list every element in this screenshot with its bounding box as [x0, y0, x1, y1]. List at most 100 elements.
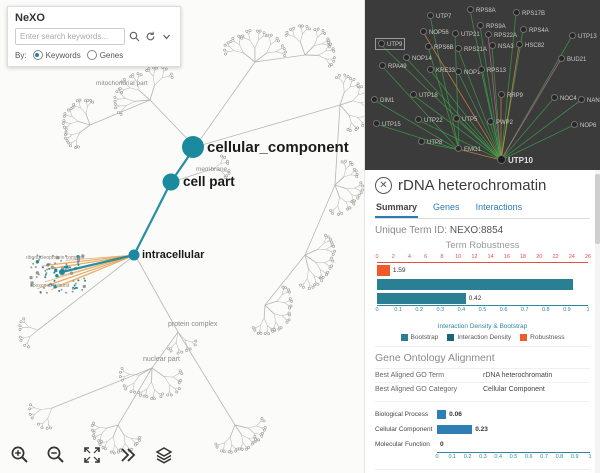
network-node[interactable]: UTP5 [453, 115, 477, 123]
network-node[interactable]: KRE33 [427, 66, 455, 74]
node-label: RPS13 [487, 68, 507, 74]
interaction-density-bar [377, 292, 466, 304]
axis-tick: 0.1 [448, 454, 457, 460]
tab-genes[interactable]: Genes [433, 202, 460, 212]
network-node[interactable]: RPS9A [477, 22, 506, 30]
node-dot [477, 22, 484, 29]
network-node[interactable]: UTP21 [452, 30, 480, 38]
node-dot [420, 28, 427, 35]
node-label: NOP14 [412, 56, 432, 62]
axis-tick: 0.3 [479, 454, 487, 460]
tab-interactions[interactable]: Interactions [475, 202, 523, 212]
network-node[interactable]: UTP7 [427, 12, 451, 20]
network-node[interactable]: EMG1 [455, 145, 481, 153]
close-icon[interactable]: ✕ [375, 177, 392, 194]
axis-tick: 0.6 [524, 454, 533, 460]
unique-term-id: Unique Term ID: NEXO:8854 [375, 225, 590, 236]
node-dot [485, 31, 492, 38]
node-dot [558, 55, 565, 62]
radio-keywords[interactable]: Keywords [32, 50, 81, 60]
network-node[interactable]: UTP22 [415, 116, 443, 124]
radio-genes-circle[interactable] [86, 50, 97, 60]
legend-label: Bootstrap [410, 334, 439, 341]
alignment-bar [437, 425, 473, 434]
zoom-in-icon[interactable] [8, 443, 32, 467]
robustness-bar [377, 264, 390, 276]
node-dot [427, 12, 434, 19]
axis-tick: 14 [487, 254, 494, 260]
node-label: UTP15 [382, 122, 401, 128]
go-category-row: Best Aligned GO Category Cellular Compon… [375, 382, 590, 396]
network-node[interactable]: RPS21A [455, 45, 487, 53]
network-node[interactable]: UTP8 [418, 138, 442, 146]
network-node[interactable]: RPS13 [478, 66, 506, 74]
network-node[interactable]: RPS22A [485, 31, 517, 39]
node-label: RPS21A [464, 47, 488, 53]
network-node[interactable]: NOP1 [455, 68, 480, 76]
axis-tick: 0.6 [499, 307, 508, 313]
axis-tick: 26 [584, 254, 592, 260]
scrollbar-thumb[interactable] [595, 174, 600, 244]
go-alignment-heading: Gene Ontology Alignment [375, 346, 590, 368]
legend-item: Robustness [520, 334, 565, 341]
network-node[interactable]: UTP15 [373, 120, 401, 128]
detail-tabs: Summary Genes Interactions [375, 199, 590, 219]
axis-tick: 4 [407, 254, 411, 260]
axis-tick: 0.5 [478, 307, 487, 313]
legend-label: Robustness [530, 334, 565, 341]
legend-swatch [400, 334, 408, 341]
radio-genes[interactable]: Genes [86, 50, 123, 60]
unique-term-id-value: NEXO:8854 [449, 225, 504, 236]
network-node[interactable]: RPS4A [520, 26, 549, 34]
network-node[interactable]: BUD21 [558, 55, 586, 63]
search-icon[interactable] [128, 30, 141, 43]
network-node[interactable]: NAN1 [578, 96, 600, 104]
fit-to-screen-icon[interactable] [80, 443, 104, 467]
network-node[interactable]: DIM1 [371, 96, 394, 104]
network-node[interactable]: HSC82 [516, 41, 544, 49]
node-label: RPS6B [434, 45, 454, 51]
search-input[interactable] [15, 28, 125, 45]
radio-keywords-circle[interactable] [32, 50, 43, 60]
network-node[interactable]: RPS6B [425, 43, 454, 51]
network-node[interactable]: NOP6 [571, 121, 596, 129]
ontology-tree-canvas[interactable] [0, 0, 365, 473]
node-dot [455, 68, 462, 75]
network-node[interactable]: RPS17B [513, 9, 545, 17]
network-node[interactable]: NOP56 [420, 28, 449, 36]
network-node[interactable]: UTP9 [375, 38, 406, 50]
node-label: UTP5 [462, 117, 478, 123]
network-node[interactable]: RRP9 [498, 91, 523, 99]
detail-panel: ✕ rDNA heterochromatin Summary Genes Int… [365, 170, 600, 473]
node-label: RPS22A [494, 33, 518, 39]
axis-tick: 0 [375, 307, 379, 313]
network-node[interactable]: UTP13 [569, 32, 597, 40]
node-label: NOP6 [580, 123, 597, 129]
layers-icon[interactable] [152, 443, 176, 467]
tab-summary[interactable]: Summary [375, 199, 419, 218]
node-label: DIM1 [380, 98, 395, 104]
node-label: PWP2 [496, 120, 514, 126]
reset-icon[interactable] [144, 30, 157, 43]
network-node[interactable]: RPA49 [379, 62, 407, 70]
network-node[interactable]: NSA3 [489, 42, 514, 50]
network-node[interactable]: PWP2 [487, 118, 513, 126]
axis-tick: 2 [391, 254, 395, 260]
network-node[interactable]: RPS8A [467, 6, 496, 14]
go-category-label: Best Aligned GO Category [375, 386, 458, 393]
network-node[interactable]: UTP18 [410, 91, 438, 99]
zoom-out-icon[interactable] [44, 443, 68, 467]
chevron-down-icon[interactable] [160, 30, 173, 43]
network-node[interactable]: NOP14 [403, 54, 432, 62]
network-node[interactable]: NOC4 [551, 94, 577, 102]
collapse-siblings-icon[interactable] [116, 443, 140, 467]
alignment-value: 0.06 [449, 411, 462, 418]
node-label: UTP8 [427, 140, 443, 146]
network-node[interactable]: UTP10 [497, 155, 533, 165]
go-term-label: Best Aligned GO Term [375, 372, 445, 379]
